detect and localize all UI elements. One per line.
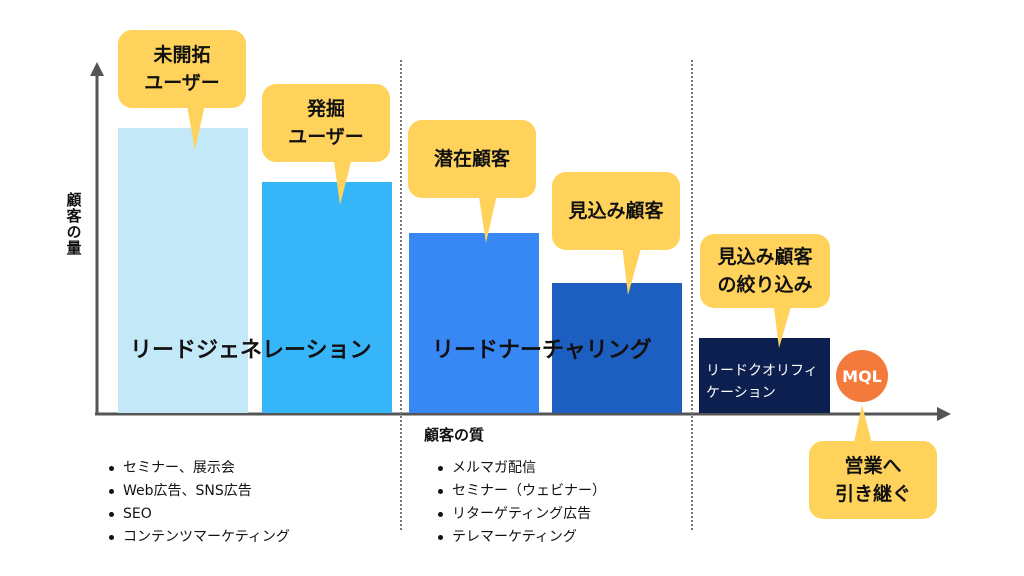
bubble-qualified-prospects: 見込み顧客の絞り込み [700,234,830,308]
bubble-discovered-users: 発掘ユーザー [262,84,390,162]
bar-qualified-prospects [699,338,830,413]
x-axis-arrow [937,407,951,421]
y-axis-label: 顧客の量 [62,192,84,261]
list-item: コンテンツマーケティング [105,526,290,549]
list-item: メルマガ配信 [434,457,606,480]
generation-methods-list: セミナー、展示会 Web広告、SNS広告 SEO コンテンツマーケティング [105,457,290,549]
bubble-tail-5 [773,300,793,348]
bar-discovered-users [262,182,392,413]
separator-1 [400,60,402,530]
nurturing-methods-list: メルマガ配信 セミナー（ウェビナー） リターゲティング広告 テレマーケティング [434,457,606,549]
bubble-unexplored-users: 未開拓ユーザー [118,30,246,108]
bubble-line: ユーザー [144,72,220,94]
bubble-prospects: 見込み顧客 [552,172,680,250]
phase-lead-qualification: リードクオリフィ ケーション [706,360,818,404]
bubble-line: の絞り込み [717,274,813,296]
bubble-tail-6 [853,405,873,447]
bubble-handoff-to-sales: 営業へ引き継ぐ [809,441,937,519]
bubble-tail-1 [186,100,206,150]
bubble-tail-2 [333,154,353,205]
phase-lead-qualification-line2: ケーション [706,385,776,401]
list-item: セミナー、展示会 [105,457,290,480]
bubble-potential-customers: 潜在顧客 [408,120,536,198]
bar-prospects [552,283,682,413]
mql-badge: MQL [836,350,888,402]
separator-2 [691,60,693,530]
bubble-line: 発掘 [306,98,345,120]
list-item: SEO [105,503,290,526]
bubble-line: 潜在顧客 [433,148,510,170]
y-axis-arrow [90,62,104,76]
bubble-tail-4 [622,245,642,295]
bubble-line: 見込み顧客 [717,246,813,268]
phase-lead-qualification-line1: リードクオリフィ [706,363,818,379]
bubble-line: 未開拓 [153,44,211,66]
list-item: リターゲティング広告 [434,503,606,526]
bubble-line: ユーザー [288,126,364,148]
list-item: セミナー（ウェビナー） [434,480,606,503]
bubble-line: 引き継ぐ [834,483,911,505]
bubble-line: 営業へ [844,455,902,477]
bubble-line: 見込み顧客 [568,200,664,222]
bar-unexplored-users [118,128,248,413]
phase-lead-generation: リードジェネレーション [130,338,372,363]
bubble-tail-3 [478,190,498,243]
list-item: Web広告、SNS広告 [105,480,290,503]
bar-potential-customers [409,233,539,413]
phase-lead-nurturing: リードナーチャリング [432,338,652,363]
x-axis-label: 顧客の質 [424,426,485,444]
y-axis-label-text: 顧客の量 [64,192,83,256]
list-item: テレマーケティング [434,526,606,549]
